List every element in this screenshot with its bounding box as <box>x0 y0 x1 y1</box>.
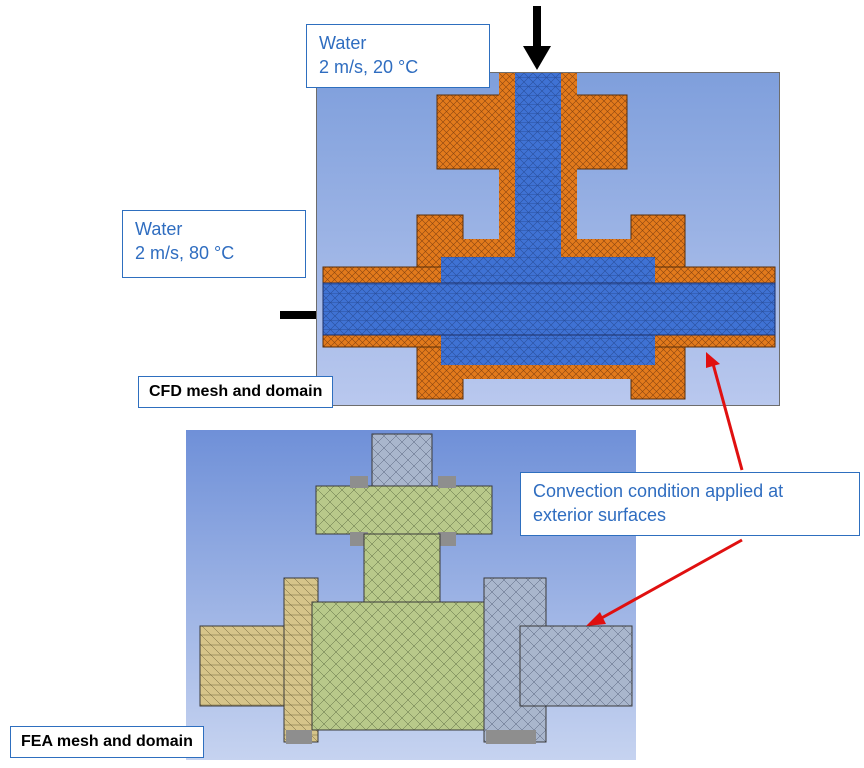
convection-line2: exterior surfaces <box>533 505 667 525</box>
top-water-conditions: 2 m/s, 20 °C <box>319 57 419 77</box>
top-water-callout: Water 2 m/s, 20 °C <box>306 24 490 88</box>
fea-mesh-diagram <box>199 433 633 744</box>
arrow-to-cfd <box>710 359 744 471</box>
fea-mesh-label: FEA mesh and domain <box>10 726 204 758</box>
cfd-mesh-diagram <box>322 73 776 400</box>
convection-line1: Convection condition applied at <box>533 481 784 501</box>
convection-arrows <box>586 352 744 626</box>
arrow-to-fea <box>597 538 743 622</box>
top-inflow-arrow <box>523 6 551 70</box>
fea-mesh-panel <box>186 430 636 760</box>
left-water-conditions: 2 m/s, 80 °C <box>135 243 235 263</box>
left-water-label: Water <box>135 219 183 239</box>
cfd-mesh-label: CFD mesh and domain <box>138 376 334 408</box>
left-water-callout: Water 2 m/s, 80 °C <box>122 210 306 278</box>
top-water-label: Water <box>319 33 367 53</box>
convection-callout: Convection condition applied at exterior… <box>520 472 860 536</box>
cfd-mesh-panel <box>316 72 780 406</box>
